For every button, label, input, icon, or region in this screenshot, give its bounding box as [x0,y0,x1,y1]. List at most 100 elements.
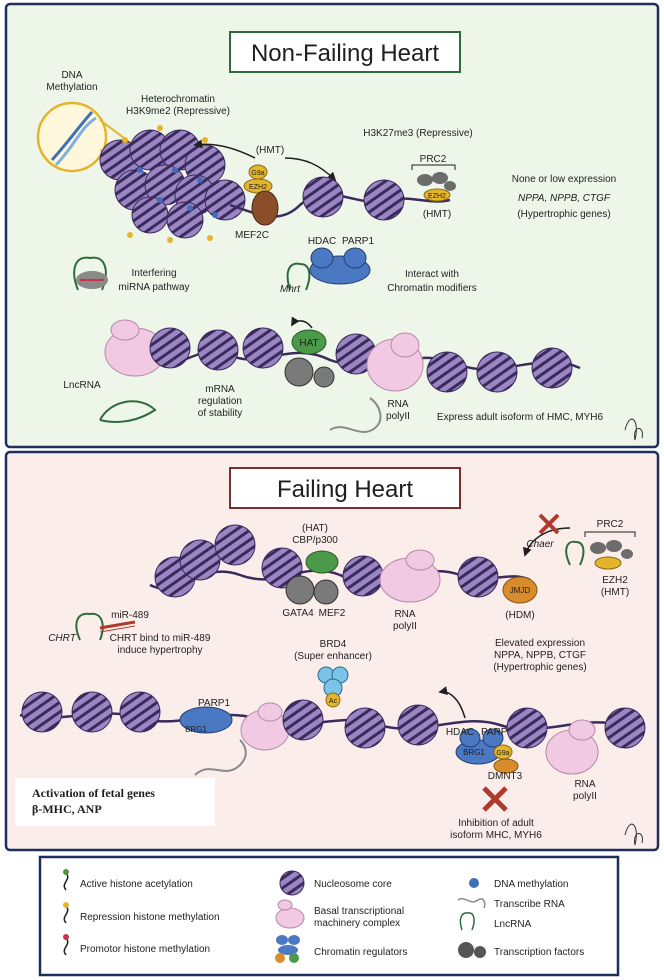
tf-grey-2 [313,366,335,388]
hdac-bottom-label: HDAC [446,727,474,738]
brd4-label: BRD4 [320,639,347,650]
top-title-box [229,31,461,73]
signature-top [624,418,643,441]
nucleosome-top-2 [363,179,405,221]
rna-transcript-bottom [194,739,247,776]
mir489-label: miR-489 [111,610,149,621]
nucleosome-top-3 [149,327,191,369]
chrt-label: CHRT [48,633,76,644]
ezh2-label: EZH2 [249,184,267,191]
gata4-label: GATA4 [282,608,314,619]
mrna-reg-1: mRNA [205,384,235,395]
hmt-prc2-label: (HMT) [423,209,451,220]
elevated-note: (Hypertrophic genes) [493,662,586,673]
legend-basal-2: machinery complex [314,918,400,929]
tf-grey-1 [284,357,314,387]
parp1-right-label: PARP1 [481,727,513,738]
chaer-x-mark [538,513,560,535]
legend-promotor-methylation: Promotor histone methylation [80,944,210,955]
dna-methylation-label-1: DNA [61,70,82,81]
legend-chromatin-regulators: Chromatin regulators [314,947,407,958]
legend-nucleosome: Nucleosome core [314,879,392,890]
hmt-arrow-right [284,157,337,182]
mef2c-factor [251,190,279,226]
h3k27me3-label: H3K27me3 (Repressive) [363,128,473,139]
super-enhancer-label: (Super enhancer) [294,651,372,662]
legend-dna-methylation: DNA methylation [494,879,568,890]
prc2-bottom-complex [565,531,636,570]
rna-pol-top-right [366,332,424,392]
rna-pol-top-left [104,319,166,377]
bottom-title-box [229,467,461,509]
chaer-arrow [523,527,571,557]
mef2-label: MEF2 [319,608,346,619]
mhrt-label: Mhrt [280,284,301,295]
promotor-methylation-icon [63,934,69,956]
heterochromatin-label: Heterochromatin [141,94,215,105]
hdac-parp1-complex [309,247,371,285]
nucleosome-legend-icon [279,870,305,896]
heterochromatin-cluster [99,125,246,243]
ac-label: Ac [329,698,338,705]
inhibition-label-2: isoform MHC, MYH6 [450,830,542,841]
rna-pol-bottom-1 [379,549,441,603]
active-acetylation-icon [63,869,69,891]
legend-transcription-factors: Transcription factors [494,947,584,958]
rna-pol-top-label-2: polyII [386,411,410,422]
prc2-top-label: PRC2 [420,154,447,165]
rna-pol-bot-3-label-1: RNA [574,779,595,790]
signature-bottom [624,823,643,846]
chaer-label: Chaer [526,539,554,550]
legend-transcribe-rna: Transcribe RNA [494,899,565,910]
nucleosome-bot-11 [344,707,386,749]
cbp-label: CBP/p300 [292,535,338,546]
hat-bottom-label: (HAT) [302,523,328,534]
mirna-hairpin [73,256,108,291]
chrt-bind-label-2: induce hypertrophy [117,645,202,656]
hdac-arrow [438,686,466,719]
chromatin-regulators-icon [275,935,300,963]
nucleosome-top-7 [426,351,468,393]
g9a-bottom-label: G9a [496,750,509,757]
mrna-reg-3: of stability [198,408,242,419]
rna-pol-bot-1-label-1: RNA [394,609,415,620]
hmt-bottom-label: (HMT) [601,587,629,598]
h3k9me2-label: H3K9me2 (Repressive) [126,106,230,117]
mhrt-hairpin [286,262,311,291]
hat-top [291,329,327,355]
rna-pol-bot-1-label-2: polyII [393,621,417,632]
hmt-arrow-left [193,139,256,159]
mirna-label-2: miRNA pathway [118,282,189,293]
rna-pol-top-label-1: RNA [387,399,408,410]
nucleosome-bot-12 [397,704,439,746]
mrna-reg-2: regulation [198,396,242,407]
legend-lncrna: LncRNA [494,919,532,930]
mef2-factor [313,579,339,605]
nucleosome-bot-5 [342,555,384,597]
parp1-brg1-left [179,706,233,734]
fetal-genes-list: β-MHC, ANP [32,802,102,816]
parp1-top-label: PARP1 [342,236,374,247]
inhibition-x-mark [482,786,508,812]
rna-pol-bottom-2 [240,702,290,751]
nucleosome-bot-2 [179,539,221,581]
fetal-genes-title: Activation of fetal genes [32,786,155,800]
jmjd-label: JMJD [510,586,531,595]
hmt-top-label: (HMT) [256,145,284,156]
brg1-left-label: BRG1 [185,725,207,734]
prc2-complex [411,164,456,202]
inhibition-label-1: Inhibition of adult [458,818,534,829]
lncrna-legend-icon [459,912,475,931]
legend-active-acetylation: Active histone acetylation [80,879,193,890]
transcribe-rna-icon [457,897,486,909]
interact-label-1: Interact with [405,269,459,280]
legend-box [38,855,620,977]
hat-arrow [291,316,313,329]
lncrna-top [99,400,157,423]
top-panel-title: Non-Failing Heart [251,40,439,67]
mirna-label-1: Interfering [131,268,176,279]
dna-methylation-legend-icon [469,878,479,888]
nucleosome-bot-3 [214,524,256,566]
hdac-parp1-brg1-right [455,728,519,774]
